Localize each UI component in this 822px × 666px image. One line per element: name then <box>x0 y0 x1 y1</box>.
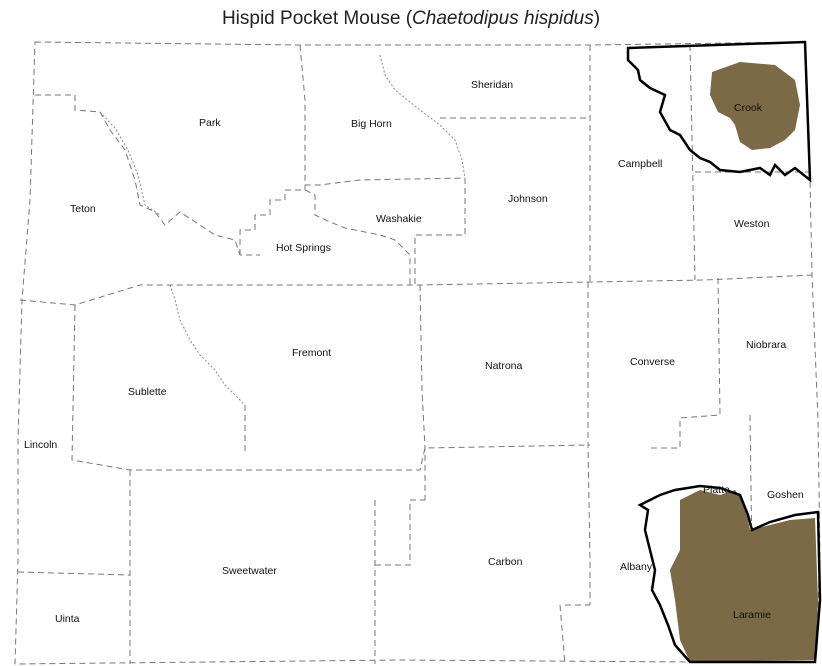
county-label-sweetwater: Sweetwater <box>222 565 277 577</box>
boundary-natrona-converse <box>419 282 591 605</box>
boundary-washakie-johnson <box>414 178 466 285</box>
county-label-natrona: Natrona <box>485 360 523 372</box>
county-label-albany: Albany <box>620 561 653 573</box>
county-label-johnson: Johnson <box>508 193 548 205</box>
river-upper <box>99 111 161 216</box>
boundary-sweetwater-carbon <box>374 499 425 664</box>
county-label-carbon: Carbon <box>488 556 523 568</box>
county-labels: Park Big Horn Sheridan Crook Campbell Jo… <box>24 79 804 625</box>
county-label-sublette: Sublette <box>128 386 167 398</box>
range-area-crook <box>710 62 800 150</box>
range-outline-crook <box>626 40 812 183</box>
county-label-sheridan: Sheridan <box>471 79 513 91</box>
county-label-laramie: Laramie <box>733 609 771 621</box>
boundary-central-horizontal <box>19 274 813 306</box>
range-outline-southeast <box>637 484 822 664</box>
county-label-platte: Platte <box>703 484 730 496</box>
county-label-weston: Weston <box>734 218 770 230</box>
county-label-crook: Crook <box>734 102 763 114</box>
county-boundaries <box>14 41 821 665</box>
range-areas <box>626 40 822 664</box>
range-area-southeast <box>670 490 818 662</box>
county-label-goshen: Goshen <box>767 489 804 501</box>
map-title: Hispid Pocket Mouse (Chaetodipus hispidu… <box>0 8 822 30</box>
title-suffix: ) <box>593 8 601 29</box>
county-label-bighorn: Big Horn <box>351 118 392 130</box>
county-label-converse: Converse <box>630 356 675 368</box>
boundary-lincoln-uinta <box>17 470 131 664</box>
county-label-hotsprings: Hot Springs <box>276 242 331 254</box>
county-label-fremont: Fremont <box>292 347 331 359</box>
county-label-uinta: Uinta <box>55 613 80 625</box>
county-label-teton: Teton <box>70 203 96 215</box>
title-scientific-name: Chaetodipus hispidus <box>412 8 594 29</box>
boundary-teton-park <box>35 94 260 256</box>
boundary-carbon-albany <box>559 604 590 665</box>
county-label-niobrara: Niobrara <box>746 339 786 351</box>
boundary-hotsprings <box>239 185 411 285</box>
boundary-converse-niobrara <box>650 277 721 449</box>
county-label-park: Park <box>199 117 221 129</box>
boundary-park-bighorn <box>299 44 466 186</box>
county-label-campbell: Campbell <box>618 158 662 170</box>
river-fremont <box>169 284 246 406</box>
river-bighorn <box>379 54 466 179</box>
boundary-lincoln-sublette <box>71 304 591 471</box>
title-common-name: Hispid Pocket Mouse ( <box>221 8 413 29</box>
county-label-washakie: Washakie <box>376 213 422 225</box>
county-label-lincoln: Lincoln <box>24 439 57 451</box>
